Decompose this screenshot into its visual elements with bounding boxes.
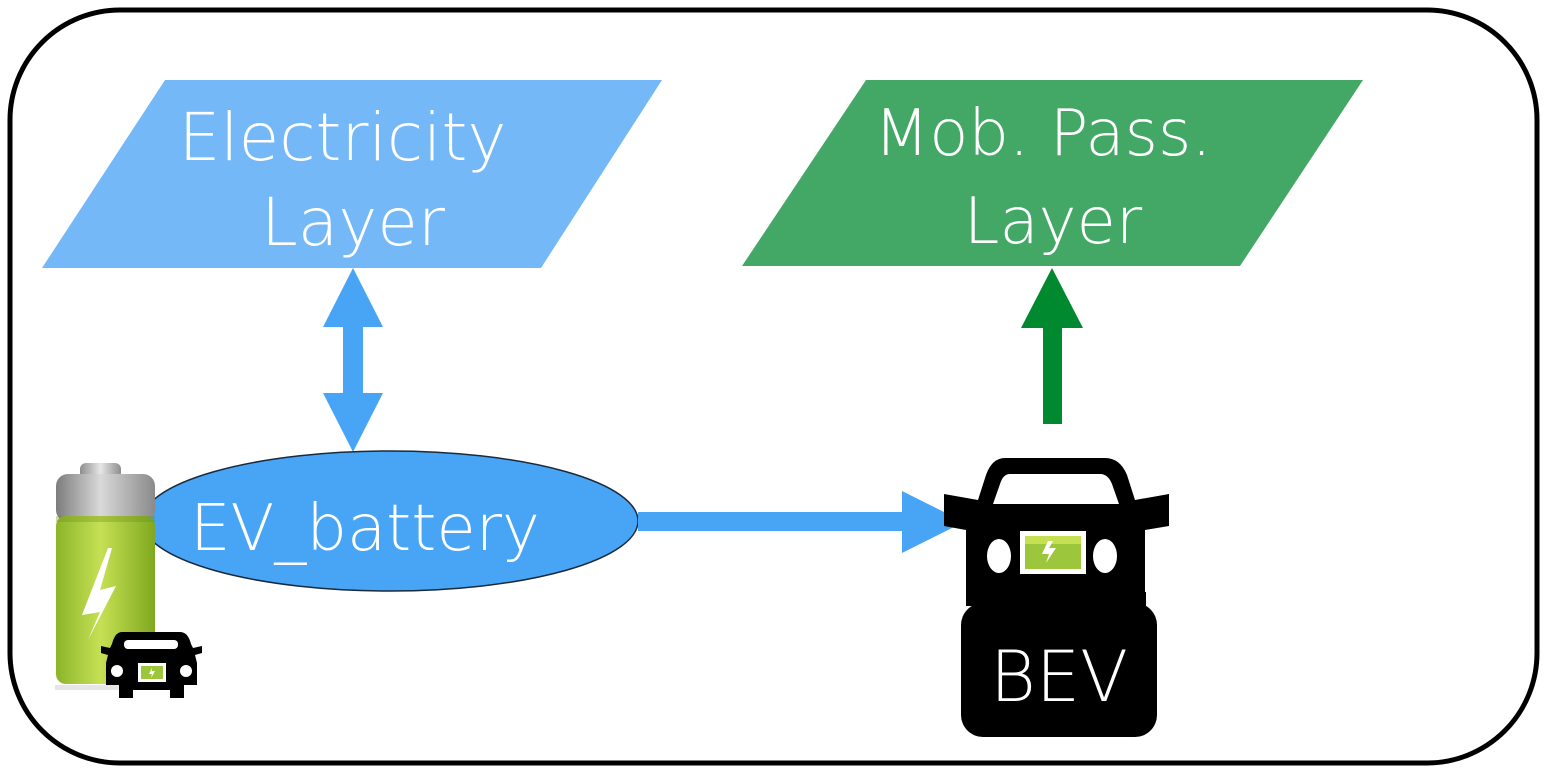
mobility-passenger-layer-node: Mob. Pass. Layer [742, 80, 1363, 266]
bidirectional-arrow [323, 268, 383, 452]
arrow-head-down [323, 393, 383, 452]
electricity-layer-node: Electricity Layer [42, 80, 662, 268]
arrow-head-up [323, 268, 383, 327]
electricity-layer-line-2: Layer [261, 184, 446, 261]
mobility-passenger-layer-shape [742, 80, 1363, 266]
mobility-passenger-layer-line-1: Mob. Pass. [874, 97, 1212, 171]
electricity-layer-line-1: Electricity [179, 99, 507, 176]
bev-label-box [961, 603, 1157, 737]
ev-battery-label: EV_battery [190, 492, 540, 566]
bev-car-icon [944, 458, 1169, 607]
mobility-passenger-layer-line-2: Layer [964, 185, 1143, 259]
mobility-passenger-layer-label: Mob. Pass. Layer [874, 97, 1232, 259]
battery-to-bev-arrow [638, 491, 964, 553]
horizontal-arrow-head [902, 491, 964, 553]
ev-battery-node: EV_battery [141, 450, 639, 592]
arrow-shaft-vertical [343, 326, 363, 394]
electricity-layer-shape [42, 80, 662, 268]
mobility-arrow-shaft [1043, 327, 1062, 424]
bev-label: BEV [990, 636, 1128, 718]
bev-node: BEV [944, 458, 1169, 737]
horizontal-arrow-shaft [638, 512, 904, 531]
mobility-arrow-head [1021, 268, 1083, 328]
small-electric-car-icon [101, 632, 202, 698]
mobility-arrow [1021, 268, 1083, 424]
electricity-layer-label: Electricity Layer [179, 99, 528, 261]
